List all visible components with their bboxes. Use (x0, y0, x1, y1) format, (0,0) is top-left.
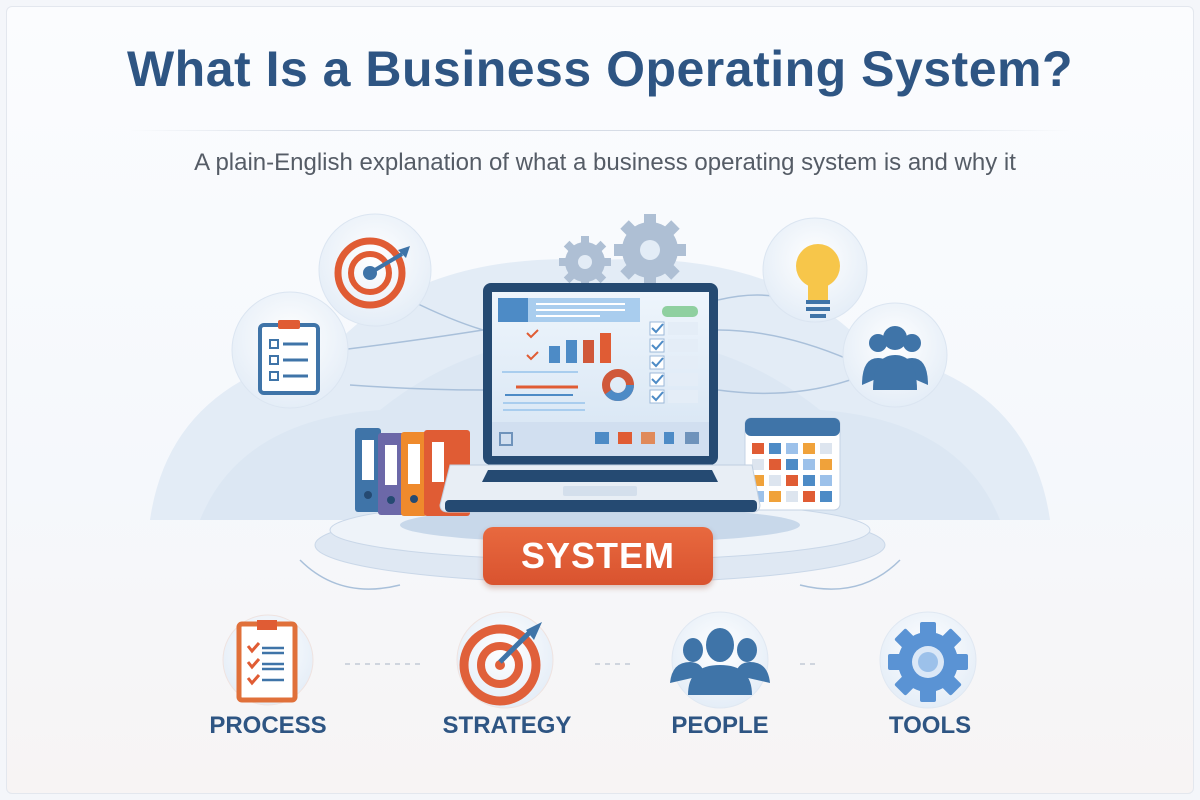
pillar-people-icon (670, 611, 770, 709)
list-line (668, 322, 698, 335)
pillar-strategy-icon (456, 611, 554, 709)
system-badge: SYSTEM (483, 527, 713, 585)
laptop-icon (439, 283, 761, 513)
calendar-cell (820, 459, 832, 470)
check-icon (651, 374, 664, 385)
pillar-label-people: PEOPLE (671, 712, 769, 739)
calendar-cell (803, 475, 815, 486)
check-icon (651, 357, 664, 368)
connector-lines (299, 294, 901, 590)
pillar-tools-icon (879, 611, 977, 709)
calendar-cell (820, 491, 832, 502)
check-icon (651, 391, 664, 402)
calendar-cell (786, 491, 798, 502)
calendar-cell (769, 443, 781, 454)
calendar-cell (820, 443, 832, 454)
check-icon (651, 340, 664, 351)
lightbulb-bubble (762, 217, 868, 323)
calendar-cell (769, 491, 781, 502)
list-line (668, 390, 698, 403)
calendar-cell (803, 443, 815, 454)
calendar-cell (786, 459, 798, 470)
calendar-cell (786, 443, 798, 454)
calendar-cell (752, 475, 764, 486)
page-subtitle: A plain-English explanation of what a bu… (194, 149, 1016, 176)
pillar-process-icon (222, 614, 314, 706)
calendar-cell (769, 475, 781, 486)
checkbox-icon (649, 372, 665, 387)
list-line (668, 373, 698, 386)
gears-icon (559, 214, 686, 288)
clipboard-bubble (231, 291, 349, 409)
calendar-cell (803, 491, 815, 502)
calendar-icon (744, 417, 841, 511)
people-bubble (842, 302, 948, 408)
list-line (668, 356, 698, 369)
checkbox-icon (649, 338, 665, 353)
target-bubble (318, 213, 432, 327)
calendar-cell (786, 475, 798, 486)
calendar-cell (752, 459, 764, 470)
check-icon (651, 323, 664, 334)
checkbox-icon (649, 321, 665, 336)
list-line (668, 339, 698, 352)
calendar-cell (820, 475, 832, 486)
page-title: What Is a Business Operating System? (126, 41, 1074, 97)
pillar-label-strategy: STRATEGY (442, 712, 572, 739)
divider (130, 130, 1070, 131)
pillar-label-tools: TOOLS (888, 712, 972, 739)
binders-icon (355, 428, 470, 516)
checkbox-icon (649, 389, 665, 404)
pillar-label-process: PROCESS (209, 712, 327, 739)
calendar-cell (769, 459, 781, 470)
calendar-cell (752, 443, 764, 454)
checkbox-icon (649, 355, 665, 370)
calendar-cell (803, 459, 815, 470)
